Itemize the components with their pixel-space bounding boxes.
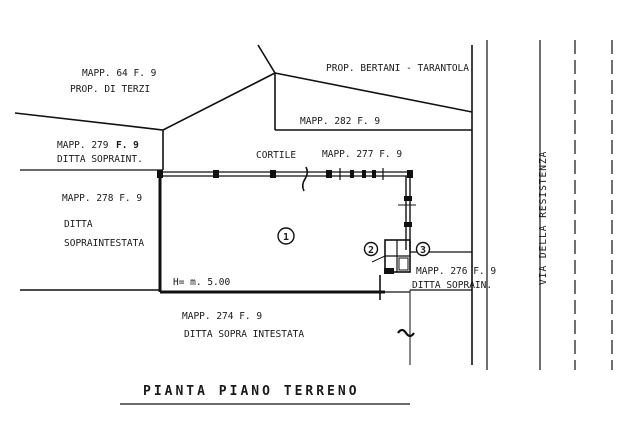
service-rooms: [371, 239, 411, 274]
svg-text:3: 3: [420, 245, 426, 256]
room-2-marker: 2: [363, 241, 379, 257]
label-mapp-278: MAPP. 278 F. 9: [62, 193, 142, 204]
label-mapp-277: MAPP. 277 F. 9: [322, 149, 402, 160]
label-mapp-276: MAPP. 276 F. 9: [416, 266, 496, 277]
label-prop-bertani: PROP. BERTANI - TARANTOLA: [326, 63, 469, 74]
label-mapp-282: MAPP. 282 F. 9: [300, 116, 380, 127]
label-sopraintestata: SOPRAINTESTATA: [64, 238, 144, 249]
courtyard-boundary: [157, 166, 413, 192]
break-mark-icon: [397, 328, 415, 338]
main-building-walls: [20, 172, 416, 365]
label-mapp-64: MAPP. 64 F. 9: [82, 68, 157, 79]
property-boundaries: [14, 44, 473, 365]
label-mapp-279-f: F. 9: [116, 140, 139, 151]
label-cortile: CORTILE: [256, 150, 296, 161]
label-ditta-sopraint: DITTA SOPRAINT.: [57, 154, 143, 165]
svg-text:1: 1: [283, 232, 289, 243]
label-prop-terzi: PROP. DI TERZI: [70, 84, 150, 95]
room-1-marker: 1: [277, 227, 295, 245]
label-ditta-sopra-intestata: DITTA SOPRA INTESTATA: [184, 329, 304, 340]
label-mapp-274: MAPP. 274 F. 9: [182, 311, 262, 322]
label-via-della-resistenza: VIA DELLA RESISTENZA: [538, 151, 549, 285]
svg-text:2: 2: [368, 245, 374, 256]
label-mapp-279: MAPP. 279: [57, 140, 109, 151]
label-ditta-soprain: DITTA SOPRAIN.: [412, 280, 492, 291]
plan-title: PIANTA PIANO TERRENO: [143, 384, 360, 399]
label-ditta: DITTA: [64, 219, 93, 230]
label-height: H= m. 5.00: [173, 277, 230, 288]
room-3-marker: 3: [415, 241, 431, 257]
street-lines: [486, 40, 613, 370]
